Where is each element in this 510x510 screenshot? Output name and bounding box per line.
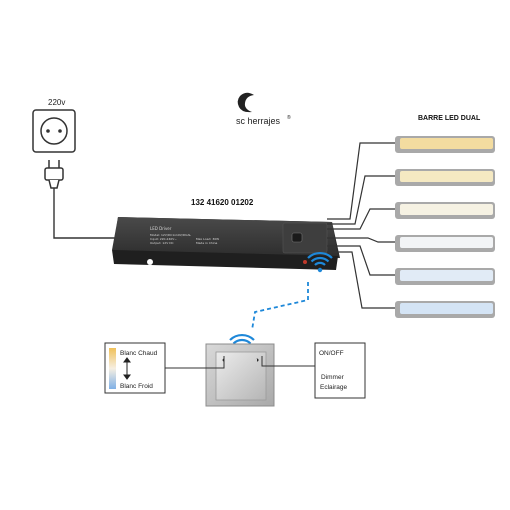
light-bar bbox=[395, 235, 495, 252]
wireless-link-dashed bbox=[251, 282, 309, 331]
output-wire bbox=[327, 142, 395, 220]
dimmer-callout: ON/OFF Dimmer Eclairage bbox=[261, 342, 366, 399]
driver-body-top bbox=[112, 217, 338, 256]
led-driver: 132 41620 01202 LED Driver Model: 12V/DC… bbox=[112, 198, 340, 273]
dimmer-callout-box bbox=[314, 342, 366, 399]
driver-button-icon bbox=[291, 232, 303, 243]
driver-indicator-dot bbox=[303, 260, 307, 264]
color-gradient-band bbox=[109, 348, 116, 389]
outlet-socket-icon bbox=[40, 117, 68, 145]
light-bar bbox=[395, 136, 495, 153]
power-outlet-group: 220v bbox=[32, 98, 118, 239]
brand-logo: sc herrajes ® bbox=[236, 92, 291, 126]
color-callout-connector bbox=[165, 356, 225, 369]
driver-part-number: 132 41620 01202 bbox=[191, 198, 254, 207]
light-bar bbox=[395, 301, 495, 318]
plug-icon bbox=[44, 160, 64, 189]
output-wire bbox=[327, 251, 395, 309]
driver-spec-line: Output: 12V DC bbox=[150, 241, 174, 245]
brand-swirl-icon bbox=[237, 92, 254, 113]
driver-spec-line: Made in China bbox=[196, 241, 218, 245]
output-wire bbox=[327, 245, 395, 276]
voltage-label: 220v bbox=[48, 98, 65, 107]
outlet-pin-left bbox=[46, 129, 50, 133]
driver-mount-hole bbox=[147, 259, 153, 265]
color-temperature-callout: Blanc Chaud Blanc Froid bbox=[104, 342, 225, 394]
on-off-label: ON/OFF bbox=[319, 350, 344, 357]
outlet-pin-right bbox=[58, 129, 62, 133]
output-wire bbox=[327, 237, 395, 243]
brand-trademark: ® bbox=[287, 114, 291, 121]
dimmer-callout-connector bbox=[261, 356, 315, 367]
dimmer-sub-label: Eclairage bbox=[320, 384, 347, 391]
driver-spec-line: Model: 12V/DC1x10V/DUAL bbox=[150, 233, 191, 237]
up-down-arrow-icon bbox=[123, 357, 131, 380]
driver-wireless-icon bbox=[307, 251, 333, 273]
cold-white-label: Blanc Froid bbox=[120, 383, 153, 390]
output-wire bbox=[327, 208, 395, 230]
light-bars-title: BARRE LED DUAL bbox=[418, 115, 481, 122]
warm-white-label: Blanc Chaud bbox=[120, 350, 158, 357]
dimmer-label: Dimmer bbox=[321, 374, 345, 381]
power-cable bbox=[53, 188, 118, 239]
wall-switch: ◐ ◑ bbox=[205, 333, 275, 407]
driver-body-front bbox=[112, 250, 338, 270]
output-wires bbox=[327, 142, 395, 309]
driver-spec-line: Max Load: 30W bbox=[196, 237, 219, 241]
light-bar bbox=[395, 169, 495, 186]
driver-model-label: LED Driver bbox=[150, 226, 172, 231]
driver-terminal-block bbox=[282, 222, 328, 254]
brand-name: sc herrajes bbox=[236, 116, 281, 126]
switch-right-marker-icon: ◑ bbox=[255, 357, 259, 364]
output-wire bbox=[327, 175, 395, 225]
driver-spec-line: Input: 220-240V~ bbox=[150, 237, 177, 241]
light-bar bbox=[395, 268, 495, 285]
light-bar bbox=[395, 202, 495, 219]
